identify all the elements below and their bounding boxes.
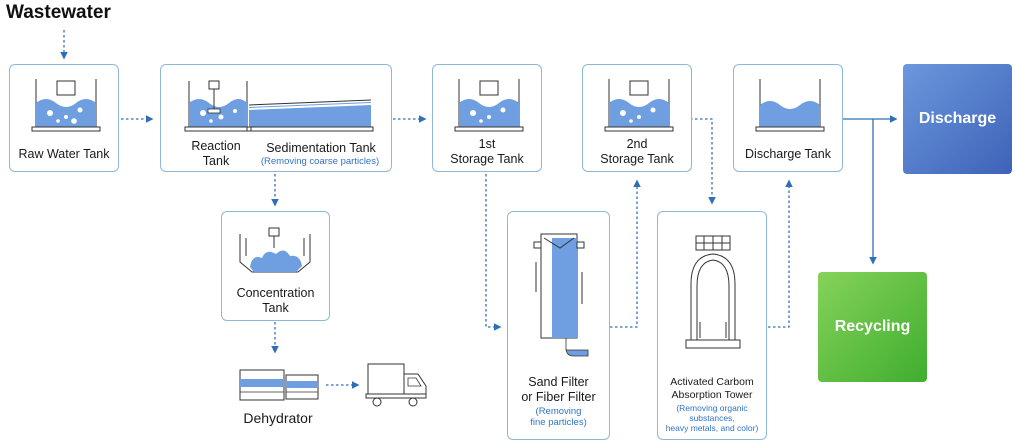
sand-filter-icon: [533, 233, 589, 357]
carbon-tower-note: (Removing organic substances, heavy meta…: [665, 403, 759, 433]
sand-filter-note: (Removing fine particles): [530, 406, 587, 428]
discharge-tank-label: Discharge Tank: [745, 147, 831, 161]
tank-icon: [454, 79, 524, 132]
storage-tank-1-box[interactable]: 1st Storage Tank: [432, 64, 542, 172]
dehydrator-label: Dehydrator: [243, 410, 313, 426]
carbon-tower-box[interactable]: Activated Carbom Absorption Tower (Remov…: [657, 211, 767, 440]
recycling-output[interactable]: Recycling: [818, 272, 927, 382]
carbon-tower-label: Activated Carbom Absorption Tower: [670, 376, 754, 401]
truck-icon: [365, 363, 427, 407]
discharge-output[interactable]: Discharge: [903, 64, 1012, 174]
storage-tank-1-label: 1st Storage Tank: [450, 137, 524, 166]
reaction-sedimentation-box[interactable]: Reaction Tank Sedimentation Tank (Removi…: [160, 64, 392, 172]
sedimentation-note: (Removing coarse particles): [260, 156, 380, 167]
raw-water-tank-box[interactable]: Raw Water Tank: [9, 64, 119, 172]
sedimentation-tank-label: Sedimentation Tank: [266, 141, 376, 155]
carbon-tower-icon: [685, 235, 741, 349]
sand-filter-label: Sand Filter or Fiber Filter: [521, 375, 596, 404]
tank-icon: [31, 79, 101, 132]
dehydrator-icon: [239, 369, 319, 401]
storage-tank-2-box[interactable]: 2nd Storage Tank: [582, 64, 692, 172]
reaction-tank-label: Reaction Tank: [191, 139, 241, 168]
tank-icon: [604, 79, 674, 132]
page-title: Wastewater: [6, 2, 111, 23]
concentration-tank-label: Concentration Tank: [236, 286, 315, 315]
sand-filter-box[interactable]: Sand Filter or Fiber Filter (Removing fi…: [507, 211, 610, 440]
storage-tank-2-label: 2nd Storage Tank: [600, 137, 674, 166]
reaction-sedimentation-icon: [184, 80, 374, 132]
discharge-tank-box[interactable]: Discharge Tank: [733, 64, 843, 172]
concentration-tank-box[interactable]: Concentration Tank: [221, 211, 330, 321]
discharge-tank-icon: [755, 79, 825, 132]
raw-water-tank-label: Raw Water Tank: [18, 147, 110, 161]
concentration-tank-icon: [239, 227, 311, 273]
